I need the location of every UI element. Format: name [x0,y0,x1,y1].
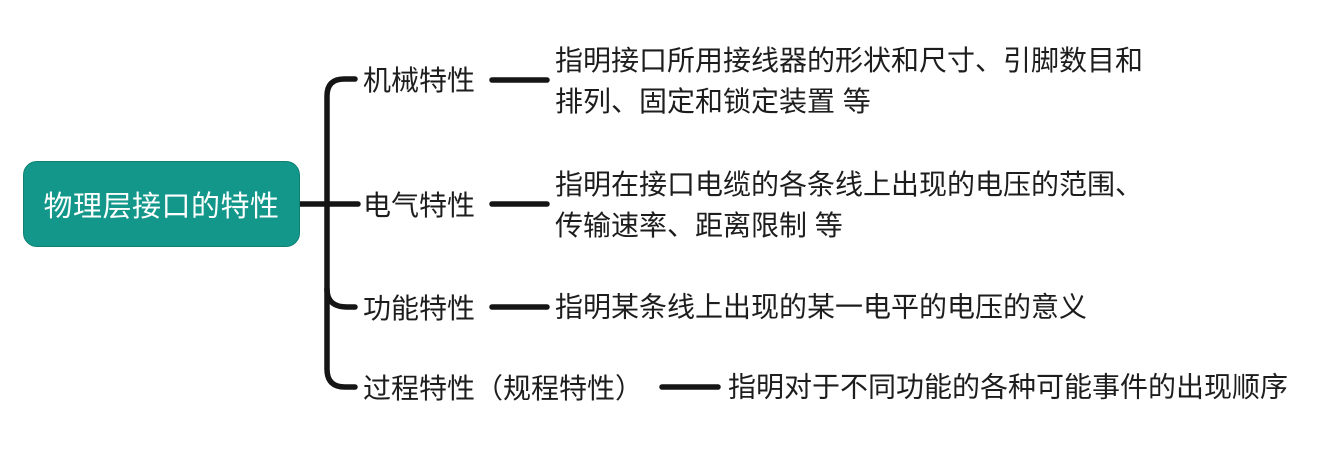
branch-desc-electrical: 指明在接口电缆的各条线上出现的电压的范围、 传输速率、距离限制 等 [555,164,1143,246]
branch-label-procedural: 过程特性（规程特性） [363,373,644,404]
branch-desc-procedural: 指明对于不同功能的各种可能事件的出现顺序 [728,367,1288,408]
branch-label-electrical: 电气特性 [363,190,476,221]
branch-desc-electrical-line2: 传输速率、距离限制 等 [555,210,843,241]
branch-desc-functional: 指明某条线上出现的某一电平的电压的意义 [555,287,1087,328]
branch-desc-procedural-line1: 指明对于不同功能的各种可能事件的出现顺序 [728,371,1289,403]
branch-desc-mechanical-line2: 排列、固定和锁定装置 等 [555,86,871,117]
root-node-label: 物理层接口的特性 [43,191,280,223]
branch-label-mechanical: 机械特性 [363,65,476,96]
trunk-line [324,76,358,390]
branch-desc-functional-line1: 指明某条线上出现的某一电平的电压的意义 [555,291,1088,323]
branch-desc-mechanical-line1: 指明接口所用接线器的形状和尺寸、引脚数目和 [555,45,1144,76]
branch-desc-electrical-line1: 指明在接口电缆的各条线上出现的电压的范围、 [555,169,1144,200]
branch3-fork-line [324,286,358,310]
branch-desc-mechanical: 指明接口所用接线器的形状和尺寸、引脚数目和 排列、固定和锁定装置 等 [555,40,1143,122]
root-node: 物理层接口的特性 [23,161,300,247]
branch-label-functional: 功能特性 [363,293,476,324]
